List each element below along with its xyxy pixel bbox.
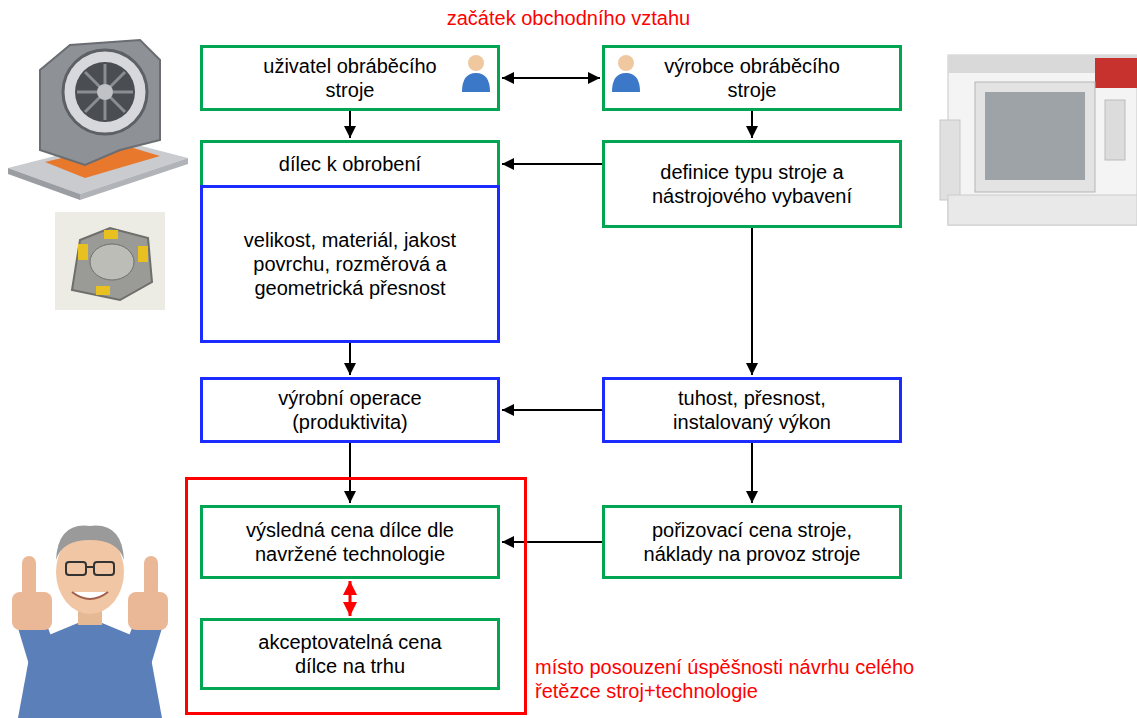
box-text: definice typu stroje a nástrojového vyba… <box>622 160 882 208</box>
process-box: definice typu stroje a nástrojového vyba… <box>602 140 902 228</box>
process-box: výsledná cena dílce dle navržené technol… <box>200 505 500 579</box>
machining-center-illustration <box>975 82 1095 192</box>
machining-center-illustration <box>948 195 1137 225</box>
tool-illustration <box>72 228 152 300</box>
user-icon <box>468 55 484 71</box>
user-icon <box>462 73 490 92</box>
machine-illustration <box>63 50 147 134</box>
machine-illustration <box>8 40 188 200</box>
machining-center-illustration <box>1105 100 1125 160</box>
process-box: pořizovací cena stroje, náklady na provo… <box>602 505 902 579</box>
connector-arrow <box>502 163 602 165</box>
box-text: pořizovací cena stroje, náklady na provo… <box>622 518 882 566</box>
tool-illustration <box>96 286 110 295</box>
process-box: tuhost, přesnost, instalovaný výkon <box>602 377 902 443</box>
happy-person-illustration <box>86 566 94 568</box>
box-text: akceptovatelná cena dílce na trhu <box>245 630 455 678</box>
happy-person-illustration <box>12 526 168 718</box>
machine-illustration <box>75 62 135 122</box>
caption-text: místo posouzení úspěšnosti návrhu celého… <box>535 655 915 703</box>
machining-center-illustration <box>985 92 1085 180</box>
connector-arrow <box>751 228 753 375</box>
connector-arrow <box>349 111 351 138</box>
connector-arrow <box>349 443 351 503</box>
happy-person-illustration <box>18 628 60 668</box>
manufacturer-icon <box>612 55 640 92</box>
machine-illustration <box>85 72 125 112</box>
process-box: výrobní operace (produktivita) <box>200 377 500 443</box>
happy-person-illustration <box>22 556 36 598</box>
happy-person-illustration <box>12 592 52 630</box>
happy-person-illustration <box>18 618 162 718</box>
box-text: výrobní operace (produktivita) <box>250 386 450 434</box>
machining-center-illustration <box>940 120 960 200</box>
happy-person-illustration <box>72 592 108 599</box>
happy-person-illustration <box>56 526 124 560</box>
title: začátek obchodního vztahu <box>0 6 1137 30</box>
machine-illustration <box>8 168 80 200</box>
connector-arrow <box>502 77 600 79</box>
connector-arrow <box>751 443 753 503</box>
machining-center-illustration <box>948 55 1137 225</box>
box-text: dílec k obrobení <box>279 152 421 176</box>
connector-arrow <box>502 409 602 411</box>
process-box: výrobce obráběcího stroje <box>602 45 902 111</box>
machine-illustration <box>97 84 113 100</box>
box-text: výsledná cena dílce dle navržené technol… <box>220 518 480 566</box>
manufacturer-icon <box>618 55 634 71</box>
process-box: akceptovatelná cena dílce na trhu <box>200 618 500 690</box>
machine-illustration <box>40 40 160 165</box>
tool-illustration <box>78 244 88 260</box>
happy-person-illustration <box>66 562 86 575</box>
machining-center-illustration <box>1095 58 1137 88</box>
manufacturer-icon <box>612 73 640 92</box>
machining-center-illustration <box>940 55 1137 225</box>
happy-person-illustration <box>120 628 162 668</box>
machine-illustration <box>85 72 125 112</box>
box-text: velikost, materiál, jakost povrchu, rozm… <box>243 228 458 300</box>
tool-illustration <box>55 212 165 310</box>
connector-arrow <box>502 541 602 543</box>
user-icon <box>462 55 490 92</box>
evaluation-frame: místo posouzení úspěšnosti návrhu celého… <box>185 477 527 715</box>
happy-person-illustration <box>94 562 114 575</box>
connector-arrow <box>349 581 352 616</box>
process-box: velikost, materiál, jakost povrchu, rozm… <box>200 185 500 343</box>
box-text: výrobce obráběcího stroje <box>662 54 842 102</box>
connector-arrow <box>349 343 351 375</box>
happy-person-illustration <box>144 556 158 598</box>
tool-illustration <box>138 246 148 262</box>
process-box: dílec k obrobení <box>200 140 500 188</box>
tool-illustration <box>55 212 165 310</box>
box-text: uživatel obráběcího stroje <box>260 54 440 102</box>
box-text: tuhost, přesnost, instalovaný výkon <box>652 386 852 434</box>
tool-illustration <box>104 230 118 239</box>
happy-person-illustration <box>128 592 168 630</box>
tool-illustration <box>90 244 134 280</box>
connector-arrow <box>751 111 753 138</box>
process-box: uživatel obráběcího stroje <box>200 45 500 111</box>
